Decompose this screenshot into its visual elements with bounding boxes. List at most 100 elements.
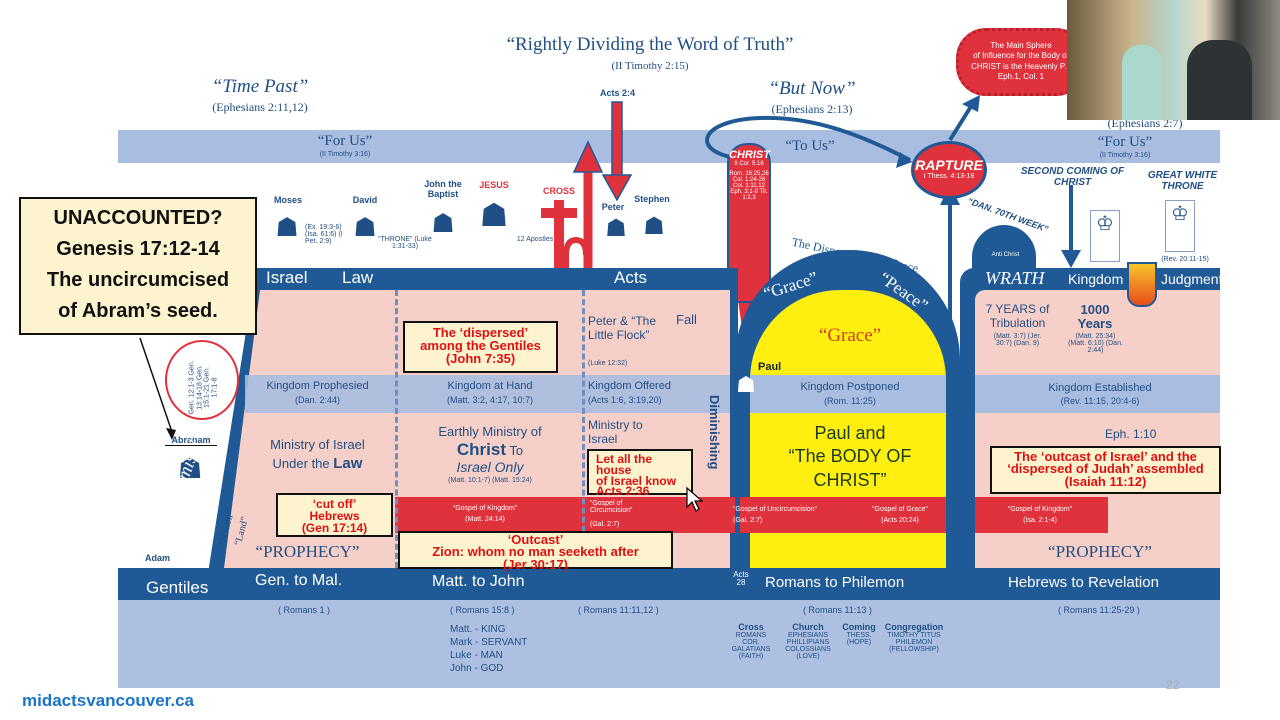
note-line: ‘cut off’ xyxy=(312,497,357,511)
judge-figure-icon: ♔ xyxy=(1165,200,1195,252)
let-all-house-note: Let all the house of Israel know Acts 2:… xyxy=(587,449,693,499)
throne-ref: “THRONE” (Luke 1:31-33) xyxy=(378,236,432,250)
gospel-uncircumcision-ref: (Gal. 2:7) xyxy=(733,517,763,524)
body-line-2: “The BODY OF xyxy=(788,446,912,467)
judgment-header: Judgment xyxy=(1161,271,1223,287)
romans-1: ( Romans 1 ) xyxy=(278,605,331,615)
note-line: The ‘dispersed’ xyxy=(432,325,529,340)
hebrews-to-revelation: Hebrews to Revelation xyxy=(1008,574,1159,591)
books-bar xyxy=(118,568,1220,600)
kingdom-row-left xyxy=(245,375,730,413)
moses-refs: (Ex. 19:3-6) (Isa. 61:6) (I Pet. 2:9) xyxy=(305,224,343,245)
note-line: Zion: whom no man seeketh after xyxy=(432,544,639,560)
note-line: The ‘outcast of Israel’ and the xyxy=(1014,449,1197,464)
adam-label: Adam xyxy=(145,553,171,563)
kingdom-prophesied: Kingdom Prophesied xyxy=(266,380,369,392)
kingdom-row-right xyxy=(975,375,1220,413)
genesis-refs-circle: Gen. 12:1-3 Gen. 13:14-18 Gen. 15:1-21 G… xyxy=(165,340,239,420)
cloud-line-1: The Main Sphere xyxy=(990,41,1052,50)
to-word: To xyxy=(506,443,524,458)
col-heading: Church xyxy=(792,622,824,632)
cut-off-note: ‘cut off’ Hebrews (Gen 17:14) xyxy=(276,493,393,537)
body-line-1: Paul and xyxy=(814,423,886,443)
eph-1-10: Eph. 1:10 xyxy=(1105,427,1157,441)
diagram-title: “Rightly Dividing the Word of Truth” xyxy=(506,34,794,55)
gospel-circumcision-ref: (Gal. 2:7) xyxy=(590,521,620,528)
note-line: of Abram’s seed. xyxy=(58,300,218,322)
note-line: ‘Outcast’ xyxy=(507,532,564,547)
heavenly-places-cloud: The Main Sphere of Influence for the Bod… xyxy=(956,28,1086,96)
christ-label: CHRIST xyxy=(729,149,770,161)
grace-label: “Grace” xyxy=(818,325,882,346)
col-books: THESS. (HOPE) xyxy=(846,632,872,646)
divider-2 xyxy=(582,290,585,568)
rapture-circle: RAPTURE I Thess. 4:13-18 xyxy=(911,141,987,199)
to-us-label: “To Us” xyxy=(785,138,835,154)
kingdom-row-mid xyxy=(750,375,946,413)
prophecy-right: “PROPHECY” xyxy=(1048,542,1152,561)
kingdom-header: Kingdom xyxy=(1068,271,1124,287)
romans-11-11: ( Romans 11:11,12 ) xyxy=(578,605,659,615)
kingdom-at-hand: Kingdom at Hand xyxy=(447,380,533,392)
wrath-header: WRATH xyxy=(985,268,1045,288)
christ-refs: Rom. 16:25,26 Col. 1:24-26 Col. 1:11,12 … xyxy=(729,171,769,201)
note-line: (John 7:35) xyxy=(445,351,516,366)
note-line: UNACCOUNTED? xyxy=(53,207,223,229)
slide-number: 22 xyxy=(1166,678,1180,692)
abraham-label: Abraham xyxy=(165,435,217,446)
presenter-webcam xyxy=(1067,0,1280,120)
lake-of-fire-icon xyxy=(1127,262,1157,307)
peter-label: Peter xyxy=(601,202,625,212)
gospel-item: Luke - MAN xyxy=(450,650,503,661)
paul-figure-icon: ☗ xyxy=(736,372,756,397)
matt-to-john: Matt. to John xyxy=(432,573,525,590)
gospel-item: Matt. - KING xyxy=(450,624,506,635)
stephen-figure-icon: ☗ xyxy=(643,213,665,240)
gospel-item: Mark - SERVANT xyxy=(450,637,528,648)
gospel-grace: “Gospel of Grace” xyxy=(872,506,928,513)
cloud-line-3: CHRIST is the Heavenly P... xyxy=(971,61,1071,71)
gospel-kingdom-1: “Gospel of Kingdom” xyxy=(452,505,518,512)
abraham-figure-icon: ☗ xyxy=(177,453,203,484)
john-baptist-label: John the Baptist xyxy=(424,179,462,199)
but-now-ref: (Ephesians 2:13) xyxy=(771,102,853,116)
kingdom-prophesied-ref: (Dan. 2:44) xyxy=(294,395,341,405)
romans-to-philemon: Romans to Philemon xyxy=(765,574,905,591)
col-books: EPHESIANS PHILLIPIANS COLOSSIANS (LOVE) xyxy=(785,632,831,660)
ministry-of-israel: Ministry of Israel xyxy=(270,437,365,452)
israel-header: Israel xyxy=(266,268,308,287)
jesus-figure-icon: ☗ xyxy=(479,197,509,233)
note-line: (Gen 17:14) xyxy=(301,521,368,535)
time-past-label: “Time Past” xyxy=(211,76,309,97)
john-figure-icon: ☗ xyxy=(431,208,455,238)
col-books: ROMANS COR. GALATIANS (FAITH) xyxy=(731,632,771,660)
paul-label: Paul xyxy=(758,361,782,373)
acts-header: Acts xyxy=(614,268,648,287)
for-us-left: “For Us” xyxy=(317,133,373,149)
gospel-item: John - GOD xyxy=(450,663,504,674)
col-heading: Coming xyxy=(842,622,876,632)
tribulation: 7 YEARS of Tribulation xyxy=(985,302,1050,331)
time-past-ref: (Ephesians 2:11,12) xyxy=(212,100,308,114)
second-coming-label: SECOND COMING OF CHRIST xyxy=(1020,166,1125,188)
col-books: TIMOTHY TITUS PHILEMON (FELLOWSHIP) xyxy=(887,632,941,653)
mouse-cursor-icon xyxy=(686,487,704,512)
kingdom-postponed: Kingdom Postponed xyxy=(800,381,900,393)
peter-little-flock: Peter & “The Little Flock” xyxy=(588,314,657,343)
note-line: Acts 2:36 xyxy=(596,484,650,499)
for-us-right: “For Us” xyxy=(1097,134,1153,150)
acts-2-4-label: Acts 2:4 xyxy=(599,88,635,98)
gospel-row-right xyxy=(975,497,1108,533)
note-line: among the Gentiles xyxy=(420,338,541,353)
note-line: Let all the xyxy=(596,452,653,466)
isaiah-note: The ‘outcast of Israel’ and the ‘dispers… xyxy=(990,446,1221,494)
epistles-region xyxy=(118,600,1220,688)
note-line: Genesis 17:12-14 xyxy=(56,238,220,260)
kingdom-offered: Kingdom Offered xyxy=(588,380,671,392)
footer-website-link[interactable]: midactsvancouver.ca xyxy=(22,691,194,710)
note-line: of Israel know xyxy=(596,473,677,488)
diagram-title-ref: (II Timothy 2:15) xyxy=(611,60,689,72)
